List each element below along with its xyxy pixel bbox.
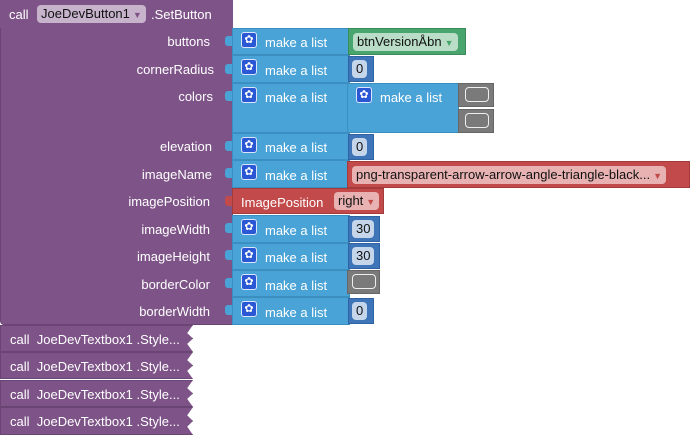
gear-icon[interactable]: ✿ — [241, 301, 257, 317]
imageposition-dropdown[interactable]: right▼ — [334, 192, 380, 210]
collapsed-block-label: call JoeDevTextbox1 .Style... — [10, 414, 180, 429]
make-list-label: make a list — [265, 278, 328, 293]
component-dropdown[interactable]: JoeDevButton1▼ — [37, 5, 146, 23]
number-value[interactable]: 0 — [352, 60, 368, 78]
collapsed-block-label: call JoeDevTextbox1 .Style... — [10, 387, 180, 402]
number-block-elevation[interactable]: 0 — [348, 134, 374, 160]
component-name: JoeDevButton1 — [41, 6, 130, 21]
number-value[interactable]: 30 — [352, 220, 375, 238]
gear-icon[interactable]: ✿ — [241, 32, 257, 48]
number-value[interactable]: 30 — [352, 247, 375, 265]
make-list-label: make a list — [265, 90, 328, 105]
number-block-cornerradius[interactable]: 0 — [348, 56, 374, 82]
gear-icon[interactable]: ✿ — [241, 219, 257, 235]
make-list-block-imagename[interactable]: ✿ make a list — [232, 160, 350, 188]
collapsed-call-block[interactable]: call JoeDevTextbox1 .Style... — [0, 407, 193, 435]
input-socket — [225, 278, 232, 288]
setbutton-call-block[interactable] — [0, 0, 233, 325]
input-socket — [225, 250, 232, 260]
inner-make-list-block[interactable]: ✿ make a list — [347, 83, 459, 133]
collapsed-block-label: call JoeDevTextbox1 .Style... — [10, 359, 180, 374]
param-label-imageheight: imageHeight — [137, 249, 210, 264]
component-value-dropdown[interactable]: btnVersionÅbn▼ — [353, 33, 458, 51]
setbutton-header[interactable]: call JoeDevButton1▼ .SetButton — [0, 0, 233, 28]
input-socket — [225, 64, 232, 74]
input-socket — [225, 305, 232, 315]
param-label-imageposition: imagePosition — [128, 194, 210, 209]
number-block-borderwidth[interactable]: 0 — [348, 298, 374, 324]
param-label-elevation: elevation — [159, 139, 212, 154]
dropdown-arrow-icon: ▼ — [444, 38, 454, 48]
call-label: call — [9, 7, 29, 22]
make-list-block-cornerradius[interactable]: ✿ make a list — [232, 55, 350, 83]
collapsed-call-block[interactable]: call JoeDevTextbox1 .Style... — [0, 325, 193, 352]
gear-icon[interactable]: ✿ — [241, 87, 257, 103]
make-list-label: make a list — [265, 250, 328, 265]
collapsed-call-block[interactable]: call JoeDevTextbox1 .Style... — [0, 380, 193, 407]
make-list-label: make a list — [265, 35, 328, 50]
input-socket — [225, 141, 232, 151]
text-dropdown-block-imagename[interactable]: png-transparent-arrow-arrow-angle-triang… — [347, 161, 690, 188]
gear-icon[interactable]: ✿ — [241, 59, 257, 75]
color-swatch[interactable] — [465, 113, 489, 128]
dropdown-arrow-icon: ▼ — [132, 10, 142, 20]
make-list-label: make a list — [265, 140, 328, 155]
param-label-colors: colors — [178, 89, 213, 104]
dropdown-arrow-icon: ▼ — [653, 171, 662, 181]
component-block-buttons[interactable]: btnVersionÅbn▼ — [348, 28, 466, 55]
color-block-2[interactable] — [458, 109, 494, 133]
input-socket — [225, 223, 232, 233]
component-value: btnVersionÅbn — [357, 34, 442, 49]
param-label-cornerradius: cornerRadius — [136, 62, 214, 77]
number-block-imagewidth[interactable]: 30 — [348, 216, 380, 242]
color-block-1[interactable] — [458, 83, 494, 107]
number-value[interactable]: 0 — [352, 138, 368, 156]
make-list-block-imageheight[interactable]: ✿ make a list — [232, 243, 350, 270]
make-list-label: make a list — [380, 90, 443, 105]
param-label-borderwidth: borderWidth — [139, 304, 210, 319]
make-list-label: make a list — [265, 63, 328, 78]
make-list-block-imagewidth[interactable]: ✿ make a list — [232, 215, 350, 243]
imageposition-enum-block[interactable]: ImagePosition right▼ — [232, 188, 384, 214]
input-socket — [225, 36, 232, 46]
imagename-dropdown[interactable]: png-transparent-arrow-arrow-angle-triang… — [352, 166, 666, 184]
make-list-block-bordercolor[interactable]: ✿ make a list — [232, 270, 350, 297]
enum-label: ImagePosition — [241, 195, 324, 210]
gear-icon[interactable]: ✿ — [241, 247, 257, 263]
collapsed-call-block[interactable]: call JoeDevTextbox1 .Style... — [0, 352, 193, 379]
param-label-imagewidth: imageWidth — [141, 222, 210, 237]
number-value[interactable]: 0 — [352, 302, 368, 320]
make-list-block-borderwidth[interactable]: ✿ make a list — [232, 297, 350, 325]
gear-icon[interactable]: ✿ — [241, 274, 257, 290]
color-swatch[interactable] — [352, 274, 376, 289]
param-label-bordercolor: borderColor — [141, 277, 210, 292]
color-swatch[interactable] — [465, 87, 489, 102]
dropdown-arrow-icon: ▼ — [366, 197, 376, 207]
make-list-label: make a list — [265, 305, 328, 320]
number-block-imageheight[interactable]: 30 — [348, 243, 380, 269]
param-label-buttons: buttons — [167, 34, 210, 49]
make-list-block-buttons[interactable]: ✿ make a list — [232, 28, 350, 55]
imagename-value: png-transparent-arrow-arrow-angle-triang… — [356, 167, 651, 182]
input-socket — [225, 196, 232, 206]
collapsed-block-label: call JoeDevTextbox1 .Style... — [10, 332, 180, 347]
make-list-label: make a list — [265, 168, 328, 183]
color-block-bordercolor[interactable] — [347, 270, 380, 294]
method-label: .SetButton — [151, 7, 212, 22]
gear-icon[interactable]: ✿ — [241, 137, 257, 153]
gear-icon[interactable]: ✿ — [356, 87, 372, 103]
imageposition-value: right — [338, 193, 364, 208]
param-label-imagename: imageName — [141, 167, 212, 182]
input-socket — [225, 168, 232, 178]
make-list-label: make a list — [265, 223, 328, 238]
input-socket — [225, 91, 232, 101]
make-list-block-elevation[interactable]: ✿ make a list — [232, 133, 350, 160]
gear-icon[interactable]: ✿ — [241, 164, 257, 180]
make-list-block-colors[interactable]: ✿ make a list — [232, 83, 350, 133]
